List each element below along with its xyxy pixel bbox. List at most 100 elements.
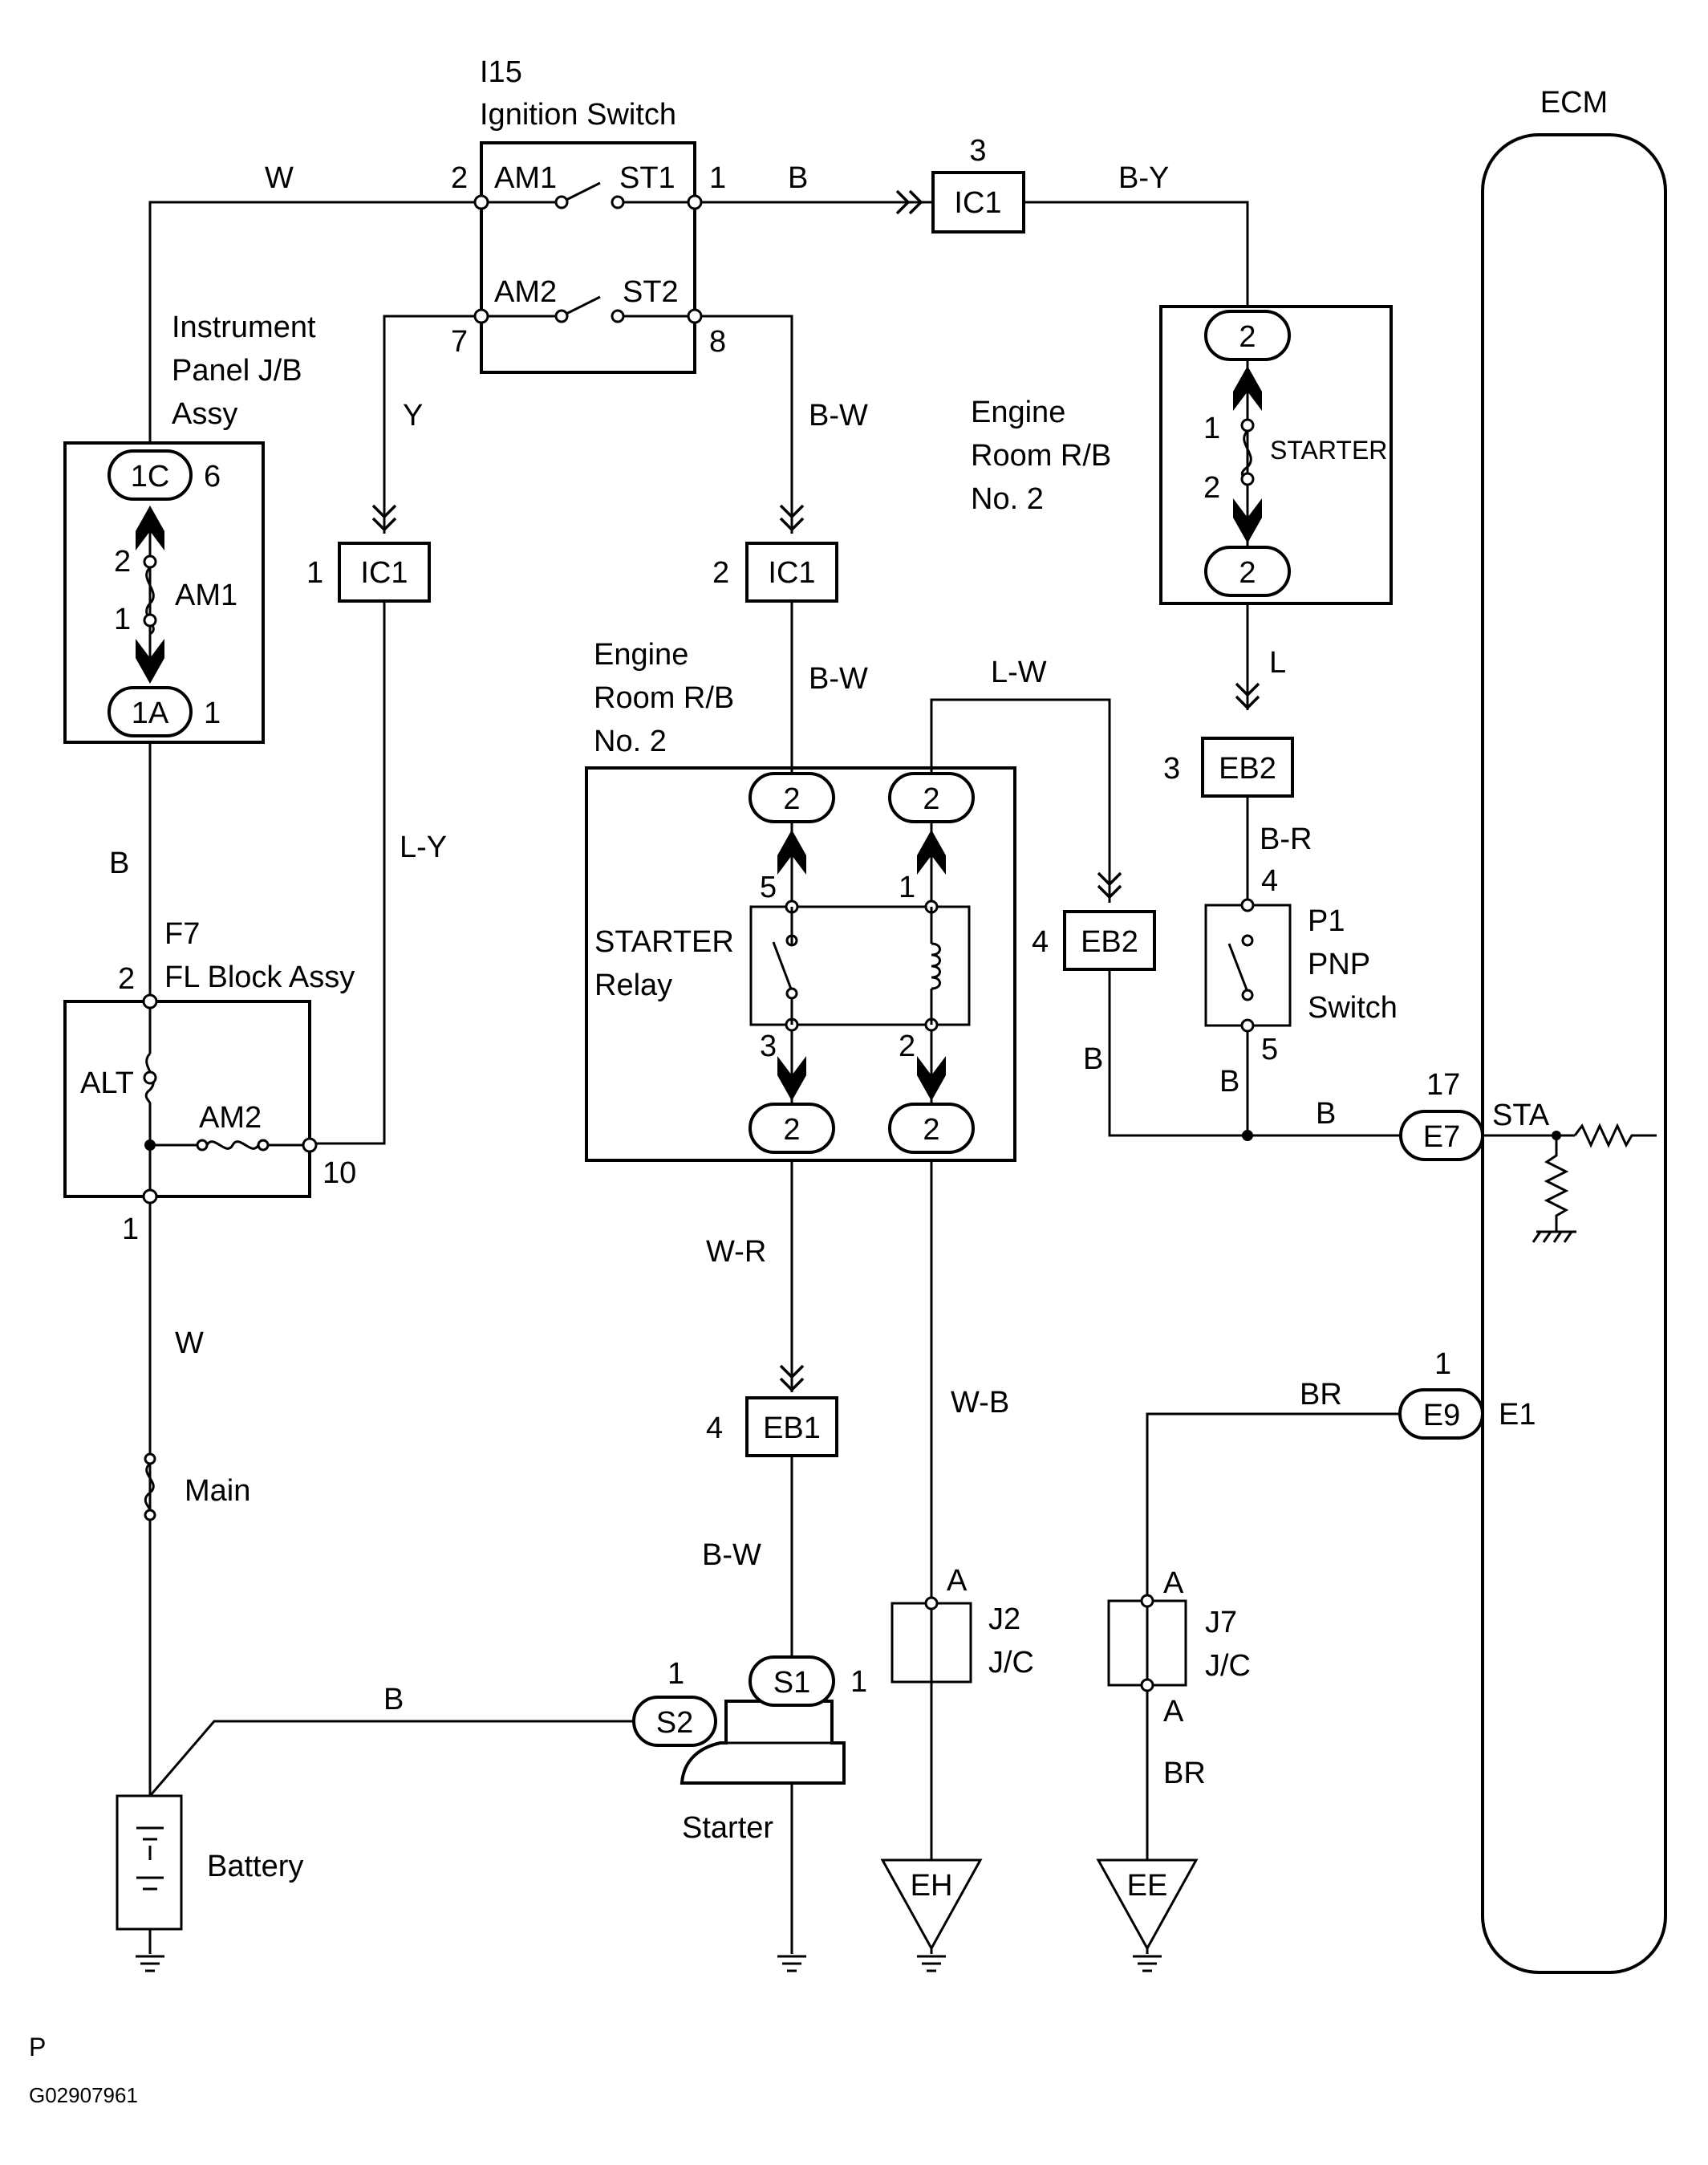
eh-label: EH bbox=[911, 1869, 953, 1903]
main-label: Main bbox=[185, 1474, 250, 1508]
relay-name-1: STARTER bbox=[594, 925, 734, 959]
engine-room-rb-upper: Engine Room R/B No. 2 2 1 2 STARTER 2 bbox=[971, 305, 1393, 605]
wc-b-w-top: B-W bbox=[809, 399, 868, 433]
eb2-lower-label: EB2 bbox=[1081, 925, 1138, 959]
ecm-e1-label: E1 bbox=[1499, 1398, 1536, 1432]
terminal-am2: AM2 bbox=[494, 275, 557, 309]
wire-w-top bbox=[148, 201, 481, 443]
ecm-body bbox=[1481, 133, 1667, 1974]
connector-ic1-left: IC1 1 bbox=[306, 504, 431, 603]
ecm-sta-label: STA bbox=[1492, 1099, 1550, 1132]
er-lower-name-1: Engine bbox=[594, 638, 688, 672]
jb-fuse-pin-2: 2 bbox=[114, 545, 131, 579]
fl-am2: AM2 bbox=[199, 1101, 262, 1135]
connector-eb1: EB1 4 bbox=[706, 1364, 838, 1457]
wc-b-eb2: B bbox=[1083, 1042, 1103, 1076]
relay-coil bbox=[931, 942, 941, 990]
ignition-pin-1: 1 bbox=[709, 161, 726, 195]
wc-b-e7: B bbox=[1316, 1097, 1336, 1131]
fl-pin-2: 2 bbox=[118, 962, 135, 996]
connector-e7: E7 17 bbox=[1399, 1068, 1484, 1161]
jb-fuse-am1: AM1 bbox=[175, 579, 237, 612]
ignition-switch-box bbox=[480, 141, 696, 374]
ground-eh: EH bbox=[880, 1858, 983, 1972]
jb-conn-1a: 1A bbox=[132, 697, 169, 730]
ignition-switch-code: I15 bbox=[480, 55, 522, 89]
wc-b-ic1: B bbox=[788, 161, 808, 195]
fl-alt: ALT bbox=[80, 1066, 134, 1100]
connector-ic1-mid: IC1 2 bbox=[712, 504, 838, 603]
starter-label: Starter bbox=[682, 1811, 773, 1845]
wc-b-y: B-Y bbox=[1118, 161, 1169, 195]
eb1-label: EB1 bbox=[763, 1412, 821, 1445]
pnp-switch: 4 5 P1 PNP Switch bbox=[1204, 864, 1398, 1066]
wc-b-jb: B bbox=[109, 847, 129, 880]
wc-w-r: W-R bbox=[706, 1235, 766, 1269]
connector-eb2-upper: EB2 3 bbox=[1163, 682, 1294, 798]
wc-l: L bbox=[1269, 646, 1286, 680]
relay-pin-3: 3 bbox=[760, 1030, 777, 1063]
starter-motor: S1 1 S2 1 Starter bbox=[632, 1655, 867, 1972]
battery-label: Battery bbox=[207, 1850, 303, 1883]
eb2-upper-pin: 3 bbox=[1163, 752, 1180, 786]
ignition-pin-8: 8 bbox=[709, 325, 726, 359]
wc-w-b: W-B bbox=[951, 1386, 1009, 1420]
wire-br-e9 bbox=[1146, 1412, 1400, 1601]
er-upper-name-2: Room R/B bbox=[971, 439, 1111, 473]
fl-name: FL Block Assy bbox=[164, 961, 355, 994]
junction-j7: A A J7 J/C bbox=[1107, 1566, 1251, 1728]
s1-pin: 1 bbox=[850, 1665, 867, 1699]
sta-junction-dot bbox=[1552, 1131, 1561, 1140]
pnp-pin-4: 4 bbox=[1261, 864, 1278, 898]
jb-name-3: Assy bbox=[172, 397, 237, 431]
s2-label: S2 bbox=[656, 1706, 693, 1740]
ignition-pin-2: 2 bbox=[451, 161, 468, 195]
connector-s2 bbox=[632, 1696, 717, 1747]
wire-l-y bbox=[310, 598, 386, 1145]
j7-name: J/C bbox=[1205, 1649, 1251, 1683]
starter-relay-box bbox=[749, 905, 971, 1026]
wire-b-y bbox=[1024, 201, 1249, 307]
ignition-switch: I15 Ignition Switch AM1 ST1 AM2 ST2 2 1 … bbox=[451, 55, 726, 374]
wire-color-labels: W B B-Y Y B-W B L-Y B-W L-W L B-R B B B … bbox=[109, 161, 1342, 1790]
ignition-pin-7: 7 bbox=[451, 325, 468, 359]
jb-conn-1c: 1C bbox=[131, 460, 170, 494]
wire-l-w bbox=[930, 698, 1111, 903]
er-lower-name-2: Room R/B bbox=[594, 681, 734, 715]
er-upper-name-1: Engine bbox=[971, 396, 1065, 429]
fl-code: F7 bbox=[164, 917, 200, 951]
ecm: ECM STA E1 bbox=[1481, 86, 1667, 1974]
er-upper-fuse-pin-2: 2 bbox=[1203, 471, 1220, 505]
jb-pin-1: 1 bbox=[204, 697, 221, 730]
wire-b-w-top bbox=[695, 315, 793, 534]
relay-conn-bottom-left: 2 bbox=[783, 1113, 800, 1147]
resistor-sta-pulldown bbox=[1544, 1135, 1569, 1232]
resistor-sta-series bbox=[1573, 1123, 1657, 1148]
wc-b-starter: B bbox=[383, 1683, 404, 1716]
relay-pin-5: 5 bbox=[760, 871, 777, 904]
er-upper-conn-top: 2 bbox=[1239, 320, 1256, 354]
er-upper-fuse-pin-1: 1 bbox=[1203, 412, 1220, 445]
ic1-mid-pin: 2 bbox=[712, 556, 729, 590]
engine-room-rb-lower: Engine Room R/B No. 2 2 2 5 1 3 2 STARTE… bbox=[585, 638, 1016, 1162]
ic1-left-label: IC1 bbox=[360, 556, 408, 590]
relay-conn-bottom-right: 2 bbox=[923, 1113, 939, 1147]
wc-y: Y bbox=[403, 399, 423, 433]
jb-name-1: Instrument bbox=[172, 311, 316, 344]
er-lower-name-3: No. 2 bbox=[594, 725, 667, 758]
footer-figure-id: G02907961 bbox=[29, 2083, 138, 2107]
wc-b-w-low: B-W bbox=[702, 1538, 761, 1572]
eb2-upper-label: EB2 bbox=[1219, 752, 1276, 786]
j2-name: J/C bbox=[988, 1646, 1034, 1680]
fl-block-assy: F7 FL Block Assy 2 ALT AM2 10 1 bbox=[63, 917, 356, 1246]
pnp-name-2: Switch bbox=[1308, 991, 1398, 1025]
jb-name-2: Panel J/B bbox=[172, 354, 302, 388]
wc-br-e9: BR bbox=[1300, 1378, 1342, 1412]
j7-code: J7 bbox=[1205, 1606, 1237, 1639]
jb-pin-6: 6 bbox=[204, 460, 221, 494]
eb1-pin: 4 bbox=[706, 1412, 723, 1445]
ecm-label: ECM bbox=[1540, 86, 1608, 120]
j7-pin-a-top: A bbox=[1163, 1566, 1184, 1600]
wc-w-main: W bbox=[175, 1326, 204, 1360]
